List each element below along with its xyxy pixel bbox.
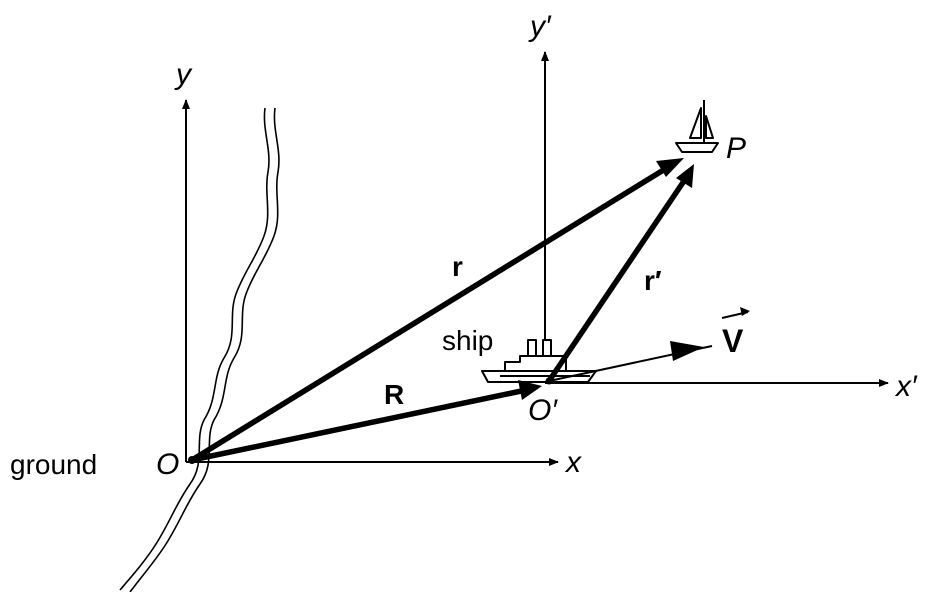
vector-R [189, 380, 542, 463]
label-x-prime: x′ [894, 370, 918, 403]
velocity-vector [548, 341, 713, 382]
coastline-right [129, 107, 280, 592]
vector-r-prime [546, 164, 694, 384]
svg-text:V: V [722, 323, 744, 359]
label-ground: ground [10, 449, 97, 480]
ship-icon [481, 339, 597, 383]
origin-ground-point [188, 456, 196, 464]
label-x: x [564, 446, 582, 479]
label-vector-r-prime: r′ [644, 265, 662, 296]
sailboat-icon [675, 100, 719, 153]
label-velocity: V [721, 307, 750, 359]
label-origin-ground: O [156, 448, 179, 481]
label-vector-r: r [452, 251, 463, 282]
label-ship: ship [442, 325, 493, 356]
label-origin-ship: O′ [528, 394, 558, 427]
label-vector-R: R [384, 379, 404, 410]
coastline-left [119, 107, 270, 591]
label-y-prime: y′ [528, 10, 552, 43]
label-y: y [174, 58, 193, 91]
label-P: P [726, 132, 746, 165]
origin-ship-point [545, 377, 553, 385]
vector-r [189, 158, 684, 463]
